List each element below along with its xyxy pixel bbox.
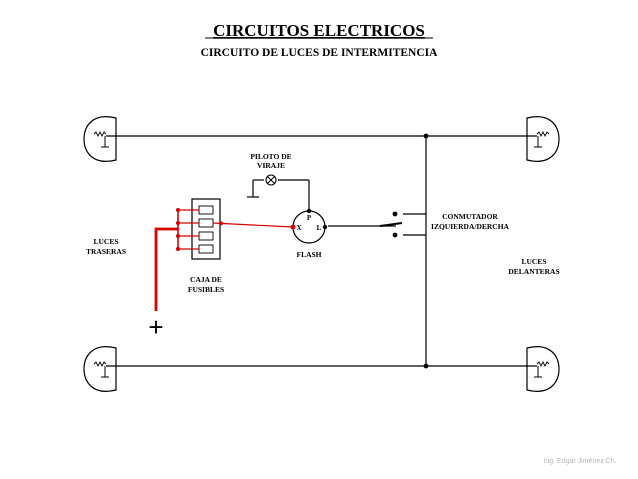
switch-label-line2: IZQUIERDA/DERCHA [431,222,510,231]
rear-left-bottom-lamp-icon [83,346,129,392]
pin-x-label: X [296,224,301,232]
positive-terminal-symbol: + [148,312,163,342]
pilot-lamp-label-line2: VIRAJE [257,161,285,170]
fuse-box-label-line2: FUSIBLES [188,285,224,294]
flasher-label: FLASH [296,250,321,259]
front-lights-label-line1: LUCES [521,257,546,266]
fuse-box-label-line1: CAJA DE [190,275,222,284]
pin-l-label: L [317,224,322,232]
front-right-bottom-lamp-icon [514,346,560,392]
author-credit: Ing. Edgar Jiménez Ch. [543,458,616,465]
rear-left-top-lamp-icon [83,116,129,162]
rear-lights-label-line2: TRASERAS [86,247,126,256]
power-wiring [154,208,294,311]
page-subtitle: CIRCUITO DE LUCES DE INTERMITENCIA [201,47,439,59]
pilot-lamp-label-line1: PILOTO DE [250,152,291,161]
pin-p-label: P [307,214,312,222]
switch-label-line1: CONMUTADOR [442,212,498,221]
page-title: CIRCUITOS ELECTRICOS [213,21,425,40]
fuse-box [191,198,221,260]
rear-lights-label-line1: LUCES [93,237,118,246]
front-lights-label-line2: DELANTERAS [508,267,559,276]
wiring [128,133,515,369]
pilot-lamp-icon [265,174,277,186]
front-right-top-lamp-icon [514,116,560,162]
